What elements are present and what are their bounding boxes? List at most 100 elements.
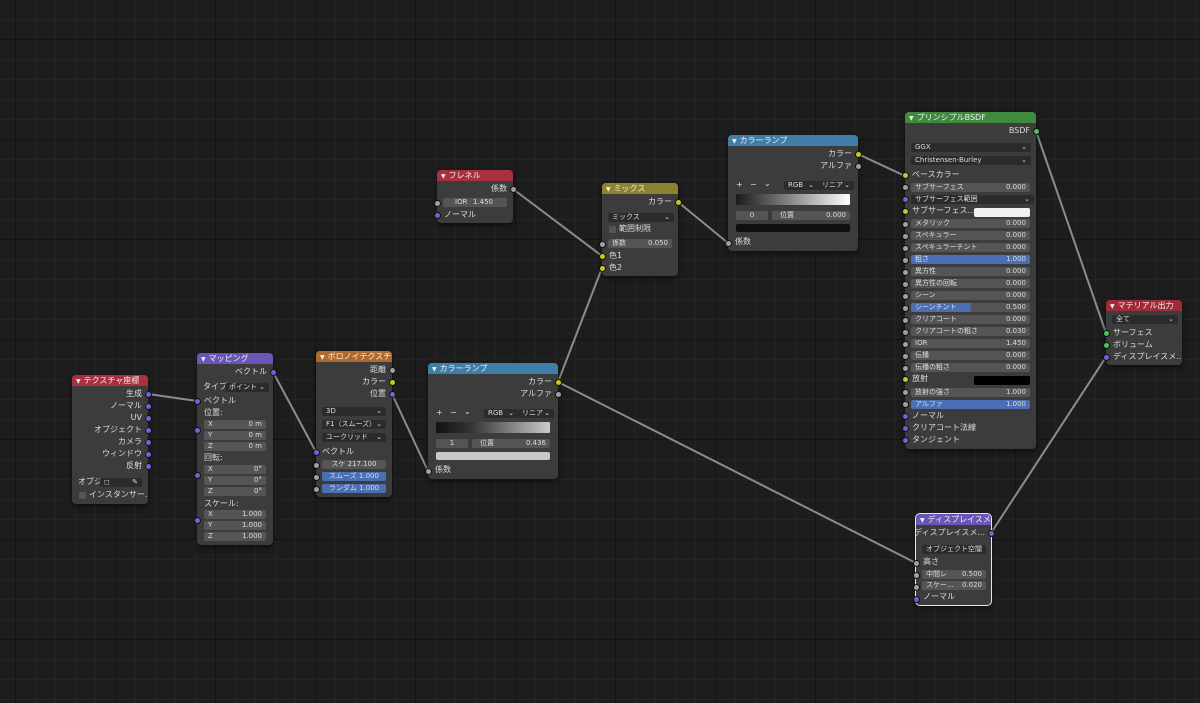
socket-ramp1-alpha[interactable] (855, 163, 861, 169)
socket-ramp2-color[interactable] (555, 379, 561, 385)
socket-alpha[interactable] (902, 401, 908, 407)
principled-bsdf-node[interactable]: ▼プリンシプルBSDF BSDF GGX⌄ Christensen-Burley… (905, 112, 1036, 449)
node-header[interactable]: ▼ディスプレイスメ... (916, 514, 991, 525)
blend-mode-dropdown[interactable]: ミックス⌄ (608, 213, 674, 222)
collapse-icon[interactable]: ▼ (76, 378, 81, 385)
socket-uv[interactable] (145, 415, 151, 421)
socket-distance[interactable] (389, 367, 395, 373)
material-output-node[interactable]: ▼マテリアル出力 全て⌄ サーフェス ボリューム ディスプレイスメ... (1106, 300, 1182, 365)
socket-displacement-normal[interactable] (913, 596, 919, 602)
socket-ramp2-alpha[interactable] (555, 391, 561, 397)
socket-bsdf-field-10[interactable] (902, 341, 908, 347)
texture-coordinate-node[interactable]: ▼テクスチャ座標 生成 ノーマル UV オブジェクト カメラ ウィンドウ 反射 … (72, 375, 148, 504)
subsurface-method-dropdown[interactable]: Christensen-Burley⌄ (911, 156, 1031, 165)
socket-displacement-midlevel[interactable] (913, 572, 919, 578)
socket-subsurface-radius[interactable] (902, 196, 908, 202)
collapse-icon[interactable]: ▼ (909, 115, 914, 122)
object-field[interactable]: ◻✎ (100, 478, 142, 487)
node-header[interactable]: ▼ボロノイテクスチャ (316, 351, 392, 362)
subsurface-radius-dropdown[interactable]: サブサーフェス範囲⌄ (911, 195, 1034, 204)
socket-emission[interactable] (902, 376, 908, 382)
randomness-field[interactable]: ランダム 1.000 (322, 484, 386, 493)
socket-bsdf-out[interactable] (1033, 128, 1039, 134)
collapse-icon[interactable]: ▼ (1110, 303, 1115, 310)
node-header[interactable]: ▼カラーランプ (728, 135, 858, 146)
socket-position[interactable] (389, 391, 395, 397)
socket-ramp1-color[interactable] (855, 151, 861, 157)
node-header[interactable]: ▼カラーランプ (428, 363, 558, 374)
node-header[interactable]: ▼テクスチャ座標 (72, 375, 148, 386)
socket-displacement-scale[interactable] (913, 584, 919, 590)
collapse-icon[interactable]: ▼ (432, 366, 437, 373)
eyedropper-icon[interactable]: ✎ (132, 478, 138, 486)
stop-color-swatch[interactable] (736, 224, 850, 232)
socket-rotation[interactable] (194, 472, 200, 478)
socket-normal[interactable] (145, 403, 151, 409)
socket-ramp1-fac[interactable] (725, 240, 731, 246)
displacement-node[interactable]: ▼ディスプレイスメ... ディスプレイスメ... オブジェクト空間⌄ 高さ 中間… (915, 513, 992, 606)
socket-bsdf-field-4[interactable] (902, 269, 908, 275)
socket-bsdf-field-3[interactable] (902, 257, 908, 263)
node-header[interactable]: ▼フレネル (437, 170, 513, 181)
scale-field[interactable]: スケー...0.020 (922, 581, 986, 590)
socket-mix-color2[interactable] (599, 265, 605, 271)
node-header[interactable]: ▼マテリアル出力 (1106, 300, 1182, 311)
socket-clearcoat-normal[interactable] (902, 425, 908, 431)
add-stop-button[interactable]: + (736, 180, 743, 189)
collapse-icon[interactable]: ▼ (320, 354, 325, 361)
socket-bsdf-field-11[interactable] (902, 353, 908, 359)
collapse-icon[interactable]: ▼ (606, 186, 611, 193)
stop-color-swatch[interactable] (436, 452, 550, 460)
voronoi-texture-node[interactable]: ▼ボロノイテクスチャ 距離 カラー 位置 3D⌄ F1（スムーズ）⌄ ユークリッ… (316, 351, 392, 497)
dimensions-dropdown[interactable]: 3D⌄ (322, 407, 386, 416)
socket-mix-out[interactable] (675, 199, 681, 205)
socket-bsdf-field-9[interactable] (902, 329, 908, 335)
subsurface-color-swatch[interactable] (974, 208, 1030, 217)
socket-color[interactable] (389, 379, 395, 385)
socket-scale[interactable] (194, 517, 200, 523)
socket-bsdf-field-5[interactable] (902, 281, 908, 287)
collapse-icon[interactable]: ▼ (441, 173, 446, 180)
socket-object[interactable] (145, 427, 151, 433)
socket-bsdf-field-6[interactable] (902, 293, 908, 299)
socket-displacement-out[interactable] (988, 530, 994, 536)
target-dropdown[interactable]: 全て⌄ (1112, 315, 1178, 324)
socket-mapping-in[interactable] (194, 398, 200, 404)
socket-bsdf-field-1[interactable] (902, 233, 908, 239)
scale-field[interactable]: スケ 217.100 (322, 460, 386, 469)
clamp-checkbox[interactable] (609, 226, 616, 233)
distribution-dropdown[interactable]: GGX⌄ (911, 143, 1031, 152)
socket-subsurface[interactable] (902, 184, 908, 190)
add-stop-button[interactable]: + (436, 408, 443, 417)
socket-normal[interactable] (902, 413, 908, 419)
socket-voronoi-vector[interactable] (313, 449, 319, 455)
socket-tangent[interactable] (902, 437, 908, 443)
socket-mix-fac[interactable] (599, 241, 605, 247)
remove-stop-button[interactable]: − (750, 180, 757, 189)
socket-output-surface[interactable] (1103, 330, 1109, 336)
socket-voronoi-random[interactable] (313, 486, 319, 492)
socket-ramp2-fac[interactable] (425, 468, 431, 474)
